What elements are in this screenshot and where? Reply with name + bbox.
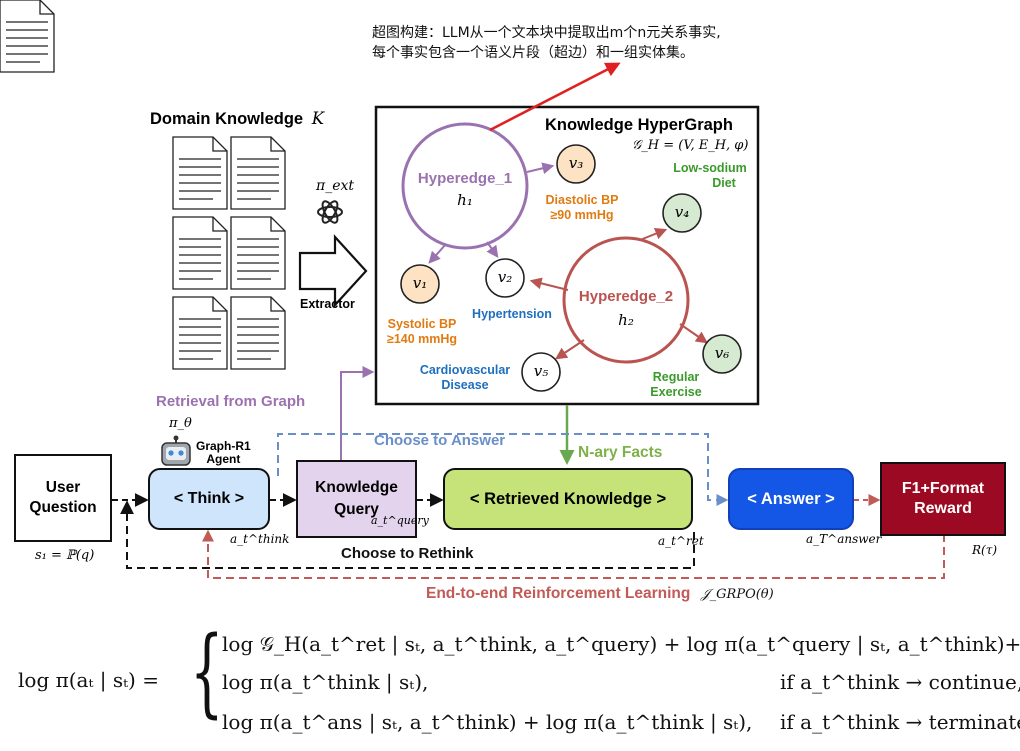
node-v5-name: Cardiovascular Disease [410, 363, 520, 393]
node-v1-symbol: v₁ [412, 274, 428, 292]
user-question-box: User Question [14, 454, 112, 542]
retrieved-knowledge-label: < Retrieved Knowledge > [469, 489, 667, 508]
node-v2-symbol: v₂ [497, 268, 513, 286]
agent-name: Graph-R1 Agent [196, 440, 251, 466]
knowledge-query-line1: Knowledge [315, 479, 398, 496]
node-v1 [400, 264, 440, 304]
domain-knowledge-symbol: K [311, 109, 325, 128]
node-v6-name: Regular Exercise [626, 370, 726, 400]
think-box: < Think > [148, 468, 270, 530]
reward-line1: F1+Format [901, 480, 985, 497]
hypergraph-construction-note: 超图构建：LLM从一个文本块中提取出m个n元关系事实, 每个事实包含一个语义片段… [372, 23, 812, 63]
node-v2-name-line1: Hypertension [472, 307, 552, 321]
node-v5-symbol: v₅ [533, 362, 549, 380]
node-v1-name-line1: Systolic BP [387, 317, 457, 331]
node-v6 [702, 334, 742, 374]
answer-box: < Answer > [728, 468, 854, 530]
think-action-label: a_t^think [230, 532, 290, 546]
rl-objective-symbol: 𝒥_GRPO(θ) [700, 587, 774, 602]
initial-state-label: s₁ = ℙ(q) [35, 548, 95, 563]
node-v5-name-line2: Disease [441, 378, 489, 392]
node-v2 [485, 258, 525, 298]
node-v4-name-line1: Low-sodium [673, 161, 747, 175]
node-v6-name-line1: Regular [652, 370, 700, 384]
node-v3-name-line2: ≥90 mmHg [550, 208, 614, 222]
answer-action-label: a_T^answer [806, 532, 882, 546]
node-v2-name: Hypertension [462, 307, 562, 322]
retrieved-knowledge-box: < Retrieved Knowledge > [443, 468, 693, 530]
agent-symbol: π_θ [169, 416, 192, 431]
think-label: < Think > [173, 490, 245, 507]
equation-row-3-right: if a_t^think → terminate, [780, 710, 1020, 734]
retrieved-action-label: a_t^ret [658, 534, 704, 548]
knowledge-query-line2: Query [334, 501, 379, 518]
extractor-label: Extractor [300, 297, 355, 311]
node-v1-name: Systolic BP ≥140 mmHg [372, 317, 472, 347]
query-action-label: a_t^query [371, 514, 429, 527]
domain-knowledge-title: Domain Knowledge K [150, 109, 324, 129]
note-line-1: 超图构建：LLM从一个文本块中提取出m个n元关系事实, [372, 25, 721, 41]
equation-lhs: log π(aₜ | sₜ) = [18, 668, 159, 692]
hyperedge-2-symbol: h₂ [618, 311, 634, 329]
hypergraph-title: Knowledge HyperGraph [545, 116, 733, 134]
hyperedge-1-label: Hyperedge_1 [417, 170, 513, 187]
document-stack-icon [0, 0, 286, 370]
note-line-2: 每个事实包含一个语义片段（超边）和一组实体集。 [372, 45, 694, 61]
user-question-line2: Question [29, 499, 97, 516]
node-v4-name-line2: Diet [712, 176, 736, 190]
equation-row-3-left: log π(a_t^ans | sₜ, a_t^think) + log π(a… [222, 710, 753, 734]
hyperedge-1-symbol: h₁ [457, 191, 473, 209]
node-v3-name-line1: Diastolic BP [545, 193, 619, 207]
agent-name-line2: Agent [206, 452, 241, 466]
rl-label: End-to-end Reinforcement Learning 𝒥_GRPO… [426, 585, 774, 603]
agent-name-line1: Graph-R1 [196, 439, 251, 453]
node-v4-symbol: v₄ [674, 203, 690, 221]
node-v1-name-line2: ≥140 mmHg [386, 332, 458, 346]
node-v4-name: Low-sodium Diet [655, 161, 765, 191]
equation-brace: { [190, 616, 224, 728]
hypergraph-formula: 𝒢_H = (V, E_H, φ) [632, 138, 749, 153]
hyperedge-1-circle [401, 122, 529, 250]
equation-row-2-left: log π(a_t^think | sₜ), [222, 670, 429, 694]
reward-box: F1+Format Reward [880, 462, 1006, 536]
node-v5 [521, 352, 561, 392]
extractor-symbol: π_ext [316, 178, 355, 194]
choose-to-rethink-label: Choose to Rethink [341, 545, 474, 562]
equation-row-1: log 𝒢_H(a_t^ret | sₜ, a_t^think, a_t^que… [222, 632, 1020, 656]
node-v6-name-line2: Exercise [650, 385, 702, 399]
choose-to-answer-label: Choose to Answer [374, 432, 506, 449]
equation-row-2-right: if a_t^think → continue, [780, 670, 1020, 694]
node-v3 [556, 144, 596, 184]
reward-line2: Reward [914, 500, 972, 517]
extractor-arrow-icon [298, 234, 368, 308]
hyperedge-2-circle [562, 236, 690, 364]
reward-symbol: R(τ) [972, 543, 998, 557]
node-v3-name: Diastolic BP ≥90 mmHg [532, 193, 632, 223]
nary-facts-label: N-ary Facts [578, 444, 663, 461]
knowledge-query-box: Knowledge Query [296, 460, 417, 538]
user-question-line1: User [45, 479, 81, 496]
node-v5-name-line1: Cardiovascular [419, 363, 511, 377]
node-v6-symbol: v₆ [714, 344, 730, 362]
retrieval-label: Retrieval from Graph [156, 393, 306, 410]
node-v4 [662, 193, 702, 233]
answer-label: < Answer > [747, 489, 835, 508]
hyperedge-2-label: Hyperedge_2 [578, 288, 674, 305]
node-v3-symbol: v₃ [568, 154, 584, 172]
robot-icon [161, 435, 191, 466]
domain-knowledge-label: Domain Knowledge [150, 110, 304, 128]
openai-logo-icon [317, 200, 343, 224]
rl-label-text: End-to-end Reinforcement Learning [426, 585, 691, 602]
